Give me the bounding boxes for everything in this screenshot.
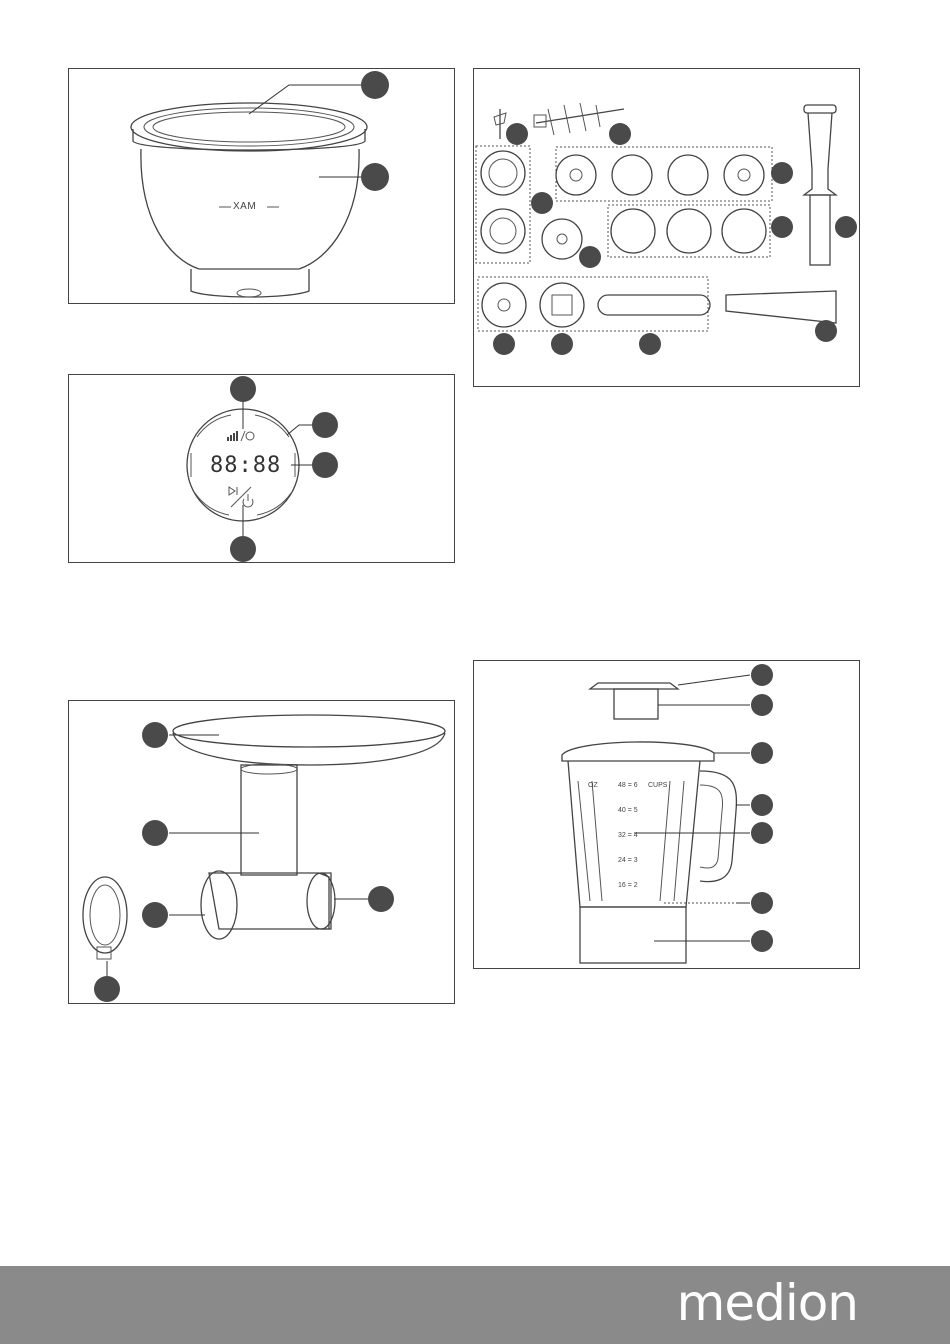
callout-marker (771, 162, 793, 184)
callout-marker (751, 892, 773, 914)
callout-marker (751, 664, 773, 686)
blade-shaft (494, 109, 506, 139)
display-digits: 88:88 (210, 453, 281, 478)
callout-marker (551, 333, 573, 355)
accessories-illustration (474, 69, 861, 388)
callout-marker (361, 163, 389, 191)
scale-mark: 16 = 2 (598, 873, 688, 898)
bowl-illustration (69, 69, 456, 305)
scale-unit-oz: OZ (588, 773, 598, 798)
footer-bar: medion (0, 1266, 950, 1344)
brand-logo: medion (677, 1274, 858, 1332)
callout-marker (579, 246, 601, 268)
callout-marker (771, 216, 793, 238)
ring-nut (83, 877, 127, 959)
callout-marker (230, 536, 256, 562)
callout-marker (312, 412, 338, 438)
callout-marker (493, 333, 515, 355)
callout-marker (815, 320, 837, 342)
start-pause-power-icon (229, 487, 253, 507)
bowl-max-label: XAM (233, 201, 256, 212)
callout-marker (142, 902, 168, 928)
callout-marker (751, 742, 773, 764)
scale-unit-cups: CUPS (648, 773, 667, 798)
speed-timer-icon (227, 431, 254, 441)
panel-accessories (473, 68, 860, 387)
scale-mark: 48 = 6 (618, 773, 638, 798)
sausage-tube (726, 291, 836, 323)
callout-marker (751, 694, 773, 716)
callout-marker (751, 794, 773, 816)
scale-header: OZ 48 = 6 CUPS (598, 773, 688, 798)
callout-marker (531, 192, 553, 214)
scale-mark: 32 = 4 (598, 823, 688, 848)
panel-blender: OZ 48 = 6 CUPS 40 = 5 32 = 4 24 = 3 16 =… (473, 660, 860, 969)
callout-marker (639, 333, 661, 355)
callout-marker (142, 820, 168, 846)
callout-marker (142, 722, 168, 748)
blender-scale: OZ 48 = 6 CUPS 40 = 5 32 = 4 24 = 3 16 =… (598, 773, 688, 898)
callout-marker (835, 216, 857, 238)
meat-grinder-illustration (69, 701, 456, 1005)
callout-marker (751, 930, 773, 952)
callout-marker (312, 452, 338, 478)
callout-marker (751, 822, 773, 844)
callout-marker (94, 976, 120, 1002)
callout-marker (368, 886, 394, 912)
callout-marker (609, 123, 631, 145)
panel-meat-grinder (68, 700, 455, 1004)
scale-mark: 40 = 5 (598, 798, 688, 823)
callout-marker (506, 123, 528, 145)
callout-marker (361, 71, 389, 99)
food-pusher (804, 105, 836, 265)
callout-marker (230, 376, 256, 402)
scale-mark: 24 = 3 (598, 848, 688, 873)
panel-bowl: XAM (68, 68, 455, 304)
panel-control: 88:88 (68, 374, 455, 563)
